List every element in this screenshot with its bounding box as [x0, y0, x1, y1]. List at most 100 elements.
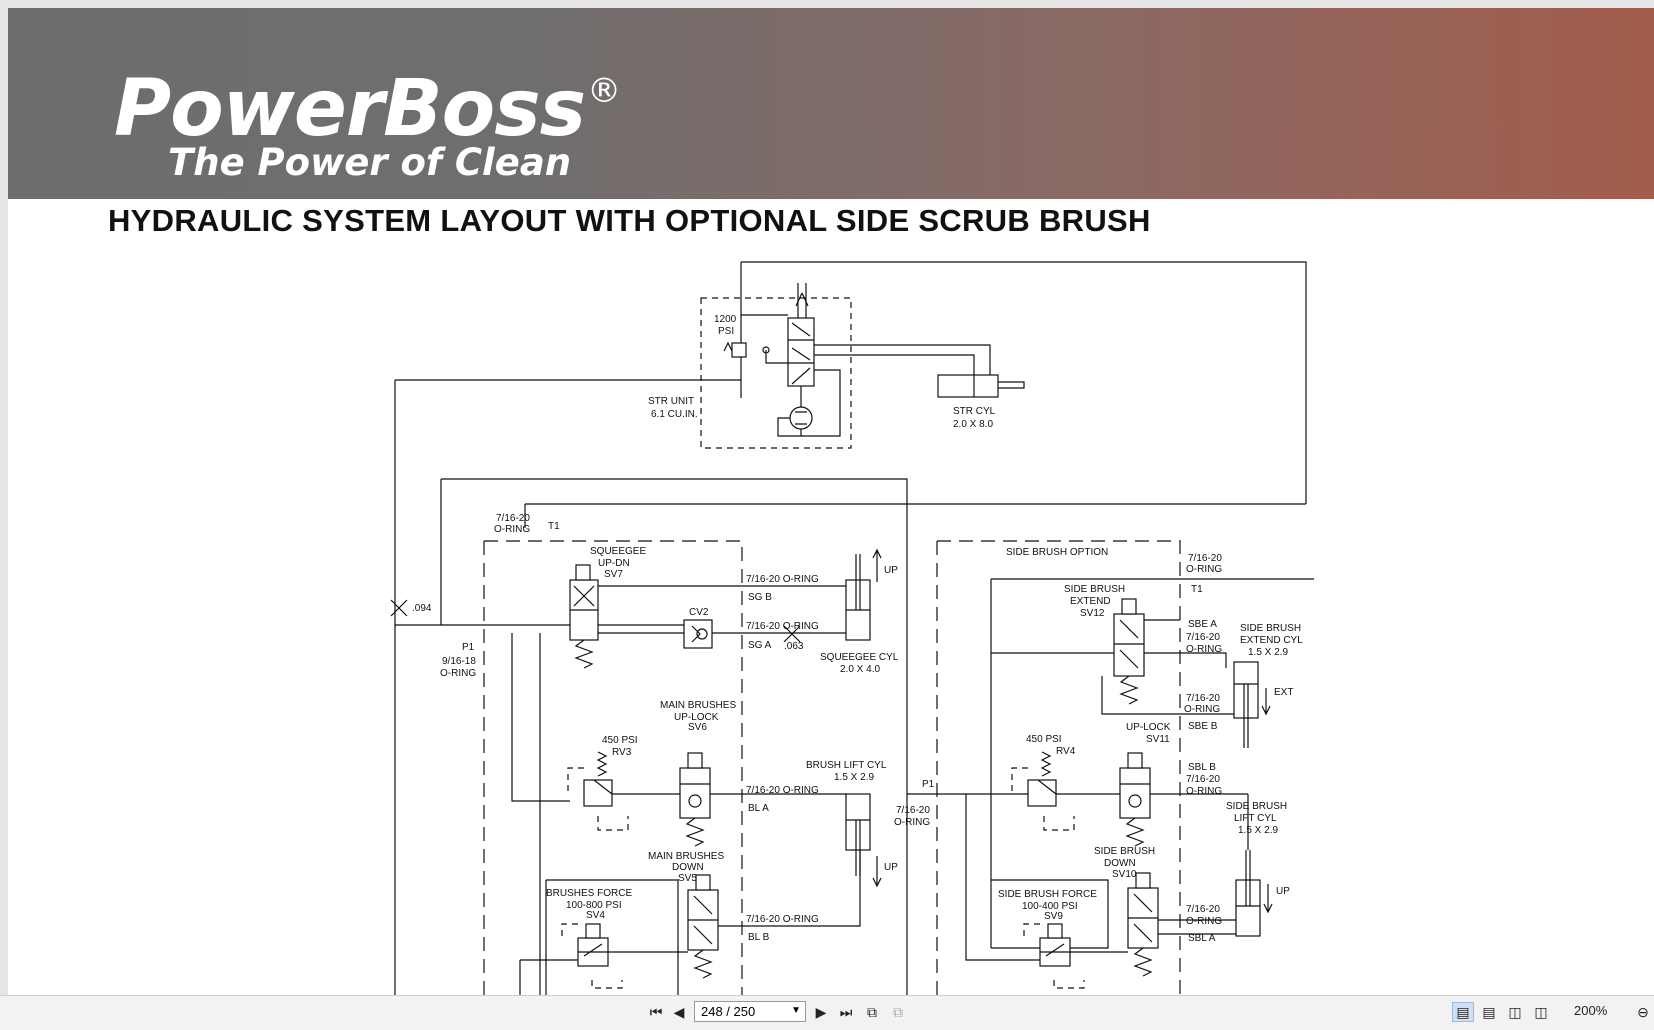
label-psi: PSI [718, 326, 734, 337]
registered-mark: ® [587, 71, 621, 111]
label-down: DOWN [672, 862, 704, 873]
label-brush-lift-cyl: BRUSH LIFT CYL [806, 760, 887, 771]
label-sv10: SV10 [1112, 869, 1137, 880]
zoom-out-icon[interactable]: ⊖ [1637, 1003, 1649, 1020]
label-sbe-b-size: 7/16-20 [1186, 693, 1220, 704]
label-main-brushes-2: MAIN BRUSHES [648, 851, 724, 862]
label-oring-a: O-RING [494, 524, 530, 535]
label-oring-sgb: 7/16-20 O-RING [746, 574, 819, 585]
label-t1-left: T1 [548, 521, 560, 532]
side-lift-cylinder [1235, 879, 1261, 937]
brand-name: PowerBoss [114, 64, 586, 154]
label-sbl-a-oring: O-RING [1186, 916, 1222, 927]
label-p1-oring: O-RING [440, 668, 476, 679]
label-sv11: SV11 [1146, 734, 1170, 745]
label-lift-cyl: LIFT CYL [1234, 813, 1277, 824]
label-side-brush-force-psi: 100-400 PSI [1022, 901, 1078, 912]
label-bl-b: BL B [748, 932, 770, 943]
brand-logo: PowerBoss® [114, 70, 621, 148]
facing-view-icon[interactable]: ◫ [1508, 1003, 1522, 1020]
label-str-unit: STR UNIT [648, 396, 694, 407]
label-p1-right: P1 [922, 779, 935, 790]
label-063: .063 [784, 641, 804, 652]
facing-continuous-view-icon[interactable]: ◫ [1534, 1003, 1548, 1020]
steering-cylinder [937, 374, 999, 398]
label-p1r-oring: O-RING [894, 817, 930, 828]
label-sv5: SV5 [678, 873, 697, 884]
label-squeegee-cyl-size: 2.0 X 4.0 [840, 664, 880, 675]
steering-motor [789, 406, 813, 430]
label-squeegee-cyl: SQUEEGEE CYL [820, 652, 899, 663]
label-brushes-force: BRUSHES FORCE [546, 888, 632, 899]
label-side-brush-option: SIDE BRUSH OPTION [1006, 547, 1108, 558]
label-sbe-a: SBE A [1188, 619, 1217, 630]
last-page-icon[interactable]: ⏭ [839, 1003, 853, 1020]
valve-sv6 [679, 767, 711, 819]
label-str-cyl: STR CYL [953, 406, 996, 417]
check-valve-cv2 [683, 619, 713, 649]
label-oring-sga: 7/16-20 O-RING [746, 621, 819, 632]
label-oring-blb: 7/16-20 O-RING [746, 914, 819, 925]
viewer-toolbar: ⏮ ◀ 248 / 250 ▼ ▶ ⏭ ⧉ ⧉ ▤ ▤ ◫ ◫ 200% ⊖ [0, 995, 1654, 1030]
label-sg-b: SG B [748, 592, 772, 603]
next-page-icon[interactable]: ▶ [815, 1003, 827, 1020]
header-banner: PowerBoss® The Power of Clean [8, 8, 1654, 199]
valve-sv11 [1119, 767, 1151, 819]
valve-sv12 [1113, 613, 1145, 677]
single-page-view-icon[interactable]: ▤ [1452, 1002, 1474, 1022]
label-extend: EXTEND [1070, 596, 1111, 607]
label-extend-cyl-size: 1.5 X 2.9 [1248, 647, 1288, 658]
label-sbl-a-size: 7/16-20 [1186, 904, 1220, 915]
rotate-page-icon[interactable]: ⧉ [867, 1003, 877, 1020]
label-side-brush-ext: SIDE BRUSH [1240, 623, 1301, 634]
label-side-brush-force: SIDE BRUSH FORCE [998, 889, 1097, 900]
label-str-unit-vol: 6.1 CU.IN. [651, 409, 698, 420]
label-brush-lift-size: 1.5 X 2.9 [834, 772, 874, 783]
label-oring-t1r: O-RING [1186, 564, 1222, 575]
document-viewer[interactable]: PowerBoss® The Power of Clean HYDRAULIC … [0, 0, 1654, 995]
label-sbe-a-size: 7/16-20 [1186, 632, 1220, 643]
label-up-squeegee: UP [884, 565, 898, 576]
label-sv9: SV9 [1044, 911, 1063, 922]
label-side-brush-lift: SIDE BRUSH [1226, 801, 1287, 812]
label-up-brush: UP [884, 862, 898, 873]
label-squeegee: SQUEEGEE [590, 546, 646, 557]
extend-cylinder [1233, 661, 1259, 719]
label-p1r-size: 7/16-20 [896, 805, 930, 816]
label-450-psi-right: 450 PSI [1026, 734, 1062, 745]
chevron-down-icon[interactable]: ▼ [791, 1005, 801, 1016]
relief-valve-rv3 [583, 779, 613, 807]
label-sv7: SV7 [604, 569, 623, 580]
label-bl-a: BL A [748, 803, 769, 814]
brand-tagline: The Power of Clean [168, 141, 572, 184]
label-down-right: DOWN [1104, 858, 1136, 869]
continuous-view-icon[interactable]: ▤ [1482, 1003, 1496, 1020]
label-sbe-b-oring: O-RING [1184, 704, 1220, 715]
label-sbl-b-size: 7/16-20 [1186, 774, 1220, 785]
label-str-cyl-size: 2.0 X 8.0 [953, 419, 993, 430]
zoom-level[interactable]: 200% [1574, 1003, 1608, 1018]
label-lift-cyl-size: 1.5 X 2.9 [1238, 825, 1278, 836]
previous-page-icon[interactable]: ◀ [673, 1003, 685, 1020]
label-t1-right: T1 [1191, 584, 1203, 595]
label-rv3: RV3 [612, 747, 632, 758]
page-title: HYDRAULIC SYSTEM LAYOUT WITH OPTIONAL SI… [108, 203, 1151, 238]
label-sv4: SV4 [586, 910, 605, 921]
label-p1-size: 9/16-18 [442, 656, 476, 667]
page-number-input[interactable]: 248 / 250 ▼ [694, 1001, 806, 1022]
label-oring-size-a: 7/16-20 [496, 513, 530, 524]
page-indicator: 248 / 250 [701, 1004, 756, 1019]
label-sv12: SV12 [1080, 608, 1105, 619]
label-sbl-b-oring: O-RING [1186, 786, 1222, 797]
brush-lift-cylinder [845, 793, 871, 851]
label-p1-left: P1 [462, 642, 475, 653]
label-ext: EXT [1274, 687, 1293, 698]
label-450-psi-left: 450 PSI [602, 735, 638, 746]
label-sv6: SV6 [688, 722, 707, 733]
label-up-side: UP [1276, 886, 1290, 897]
copy-page-icon[interactable]: ⧉ [893, 1003, 903, 1020]
label-up-dn: UP-DN [598, 558, 630, 569]
label-094: .094 [412, 603, 432, 614]
first-page-icon[interactable]: ⏮ [649, 1003, 663, 1020]
label-extend-cyl: EXTEND CYL [1240, 635, 1303, 646]
